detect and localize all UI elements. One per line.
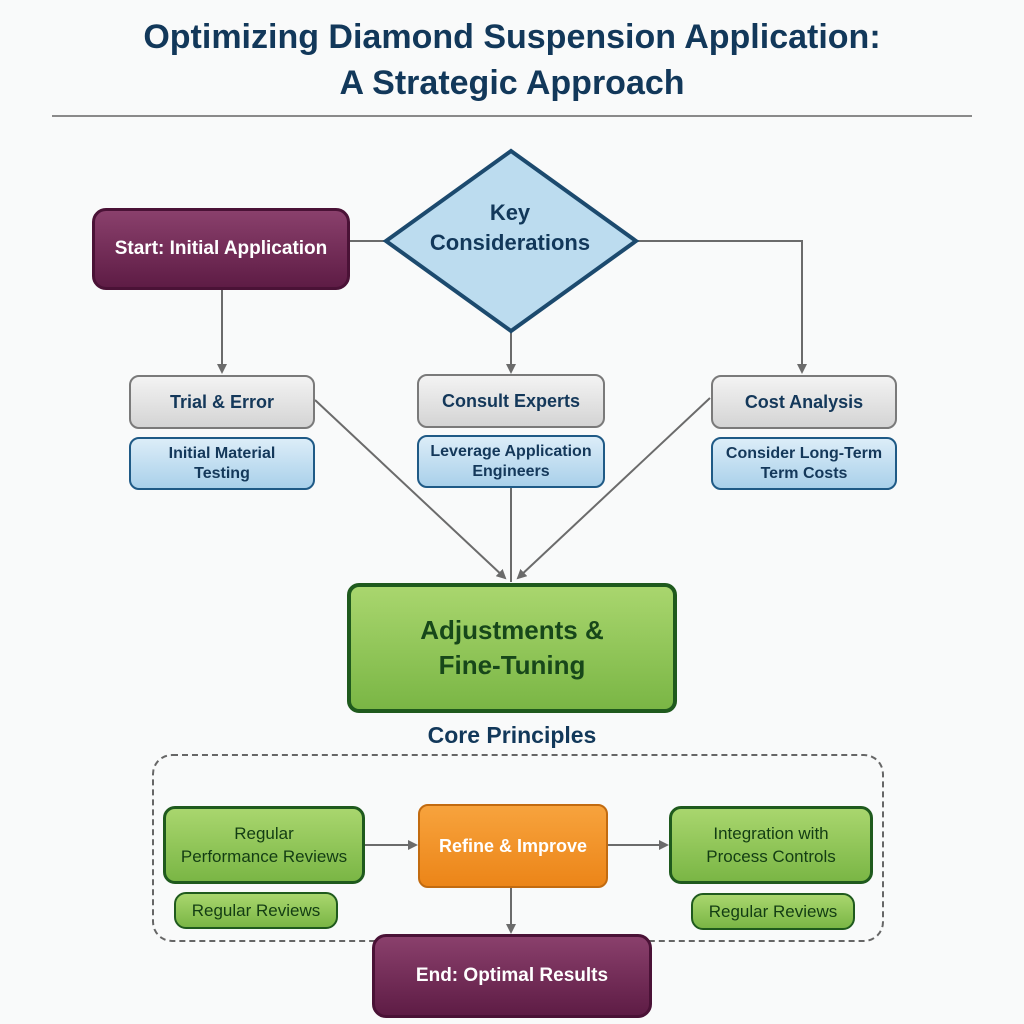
- start-label: Start: Initial Application: [114, 238, 328, 259]
- key-considerations-label: Key Considerations: [410, 198, 610, 258]
- integration-line-1: Integration with: [713, 824, 829, 843]
- right-regular-reviews-label: Regular Reviews: [708, 902, 838, 921]
- cost-analysis-detail: Consider Long-Term Term Costs: [711, 437, 897, 490]
- start-node: Start: Initial Application: [92, 208, 350, 290]
- consult-experts-label: Consult Experts: [441, 390, 581, 411]
- core-principles-title: Core Principles: [427, 722, 597, 748]
- adjustments-line-2: Fine-Tuning: [438, 650, 586, 680]
- consult-experts-detail-line-1: Leverage Application: [430, 442, 592, 460]
- title-line-1: Optimizing Diamond Suspension Applicatio…: [143, 18, 881, 56]
- title-divider: [52, 115, 972, 117]
- trial-error-detail-line-2: Testing: [194, 464, 250, 482]
- end-node: End: Optimal Results: [372, 934, 652, 1018]
- left-regular-reviews-label: Regular Reviews: [191, 901, 321, 920]
- trial-error-detail-line-1: Initial Material: [168, 444, 276, 462]
- key-considerations-line-2: Considerations: [429, 230, 591, 255]
- cost-analysis-detail-line-1: Consider Long-Term: [725, 444, 883, 462]
- right-regular-reviews: Regular Reviews: [691, 893, 855, 930]
- left-regular-reviews: Regular Reviews: [174, 892, 338, 929]
- consult-experts-detail: Leverage Application Engineers: [417, 435, 605, 488]
- cost-analysis-label: Cost Analysis: [744, 391, 864, 412]
- cost-analysis-node: Cost Analysis: [711, 375, 897, 429]
- connector-cost-to-adjust: [516, 397, 711, 580]
- trial-error-detail: Initial Material Testing: [129, 437, 315, 490]
- integration-node: Integration with Process Controls: [669, 806, 873, 884]
- refine-improve-node: Refine & Improve: [418, 804, 608, 888]
- key-considerations-line-1: Key: [489, 200, 531, 225]
- diagram-title: Optimizing Diamond Suspension Applicatio…: [0, 14, 1024, 106]
- end-label: End: Optimal Results: [415, 965, 609, 986]
- cost-analysis-detail-line-2: Term Costs: [760, 464, 848, 482]
- key-considerations-diamond: [382, 148, 640, 334]
- connector-trial-to-adjust: [314, 399, 507, 580]
- integration-line-2: Process Controls: [706, 847, 836, 866]
- consult-experts-node: Consult Experts: [417, 374, 605, 428]
- refine-improve-label: Refine & Improve: [438, 835, 588, 856]
- connector-diamond-to-cost: [636, 240, 807, 374]
- title-line-2: A Strategic Approach: [339, 64, 685, 102]
- trial-error-label: Trial & Error: [169, 391, 275, 412]
- performance-reviews-node: Regular Performance Reviews: [163, 806, 365, 884]
- trial-error-node: Trial & Error: [129, 375, 315, 429]
- adjustments-node: Adjustments & Fine-Tuning: [347, 583, 677, 713]
- adjustments-line-1: Adjustments &: [420, 615, 604, 645]
- performance-reviews-line-1: Regular: [234, 824, 294, 843]
- performance-reviews-line-2: Performance Reviews: [180, 847, 348, 866]
- consult-experts-detail-line-2: Engineers: [472, 462, 550, 480]
